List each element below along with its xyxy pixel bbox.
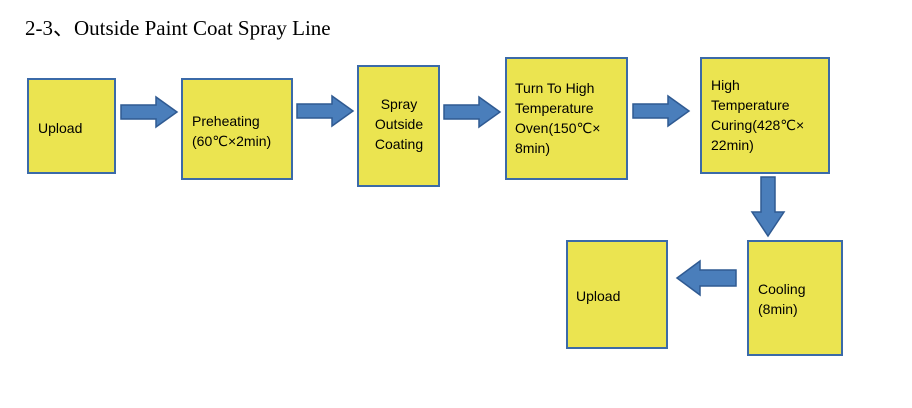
step-turn-to-high-temperature-oven-label: Turn To High Temperature Oven(150℃× 8min… (515, 80, 601, 156)
down-arrow-icon (750, 176, 786, 238)
diagram-title: 2-3、Outside Paint Coat Spray Line (25, 16, 331, 40)
right-arrow-icon (296, 94, 355, 128)
step-preheating-label: Preheating (60℃×2min) (192, 113, 272, 149)
step-high-temperature-curing-label: High Temperature Curing(428℃× 22min) (711, 77, 805, 153)
step-cooling: Cooling (8min) (747, 240, 843, 356)
step-upload-start-label: Upload (38, 120, 83, 136)
step-upload-start: Upload (27, 78, 116, 174)
step-turn-to-high-temperature-oven: Turn To High Temperature Oven(150℃× 8min… (505, 57, 628, 180)
step-spray-outside-coating-label: Spray Outside Coating (374, 96, 424, 152)
step-spray-outside-coating: Spray Outside Coating (357, 65, 440, 187)
step-high-temperature-curing: High Temperature Curing(428℃× 22min) (700, 57, 830, 174)
right-arrow-icon (632, 94, 691, 128)
step-upload-end-label: Upload (576, 288, 621, 304)
step-upload-end: Upload (566, 240, 668, 349)
right-arrow-icon (120, 95, 179, 129)
step-preheating: Preheating (60℃×2min) (181, 78, 293, 180)
left-arrow-icon (675, 259, 737, 297)
step-cooling-label: Cooling (8min) (758, 281, 806, 317)
right-arrow-icon (443, 95, 502, 129)
